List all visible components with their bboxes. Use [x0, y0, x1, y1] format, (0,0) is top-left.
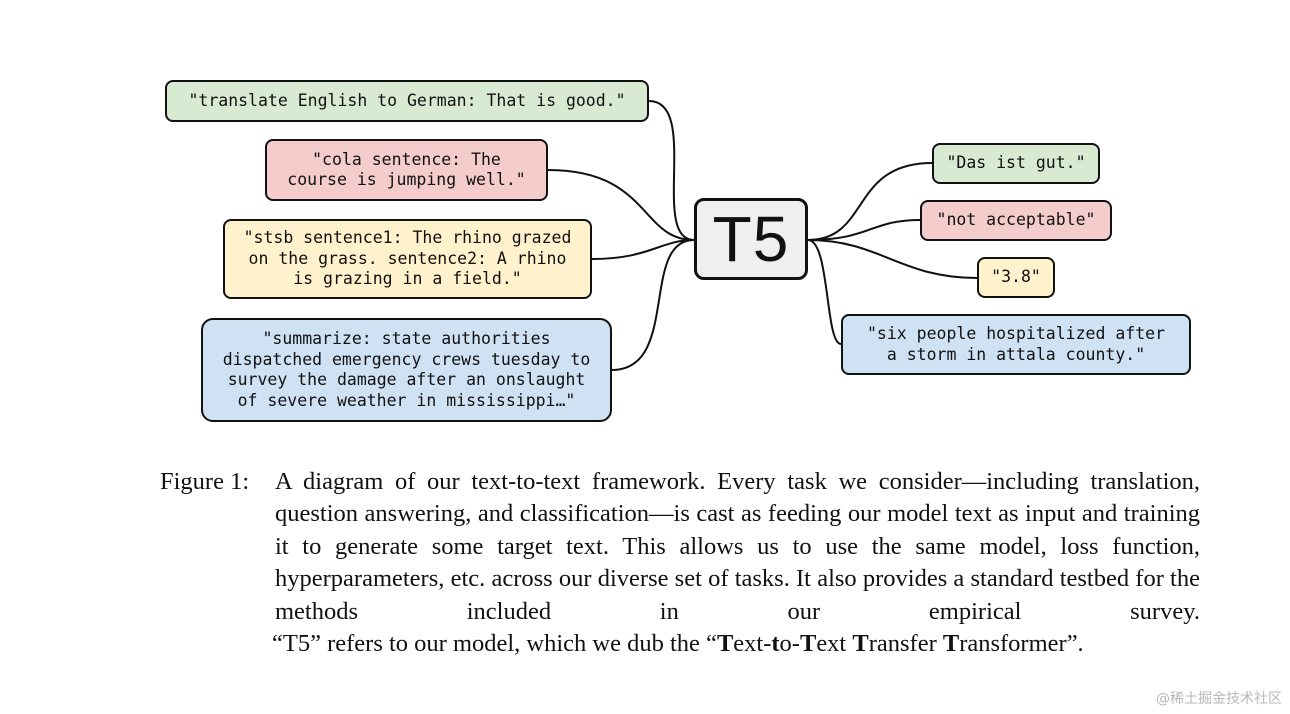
caption-text: A diagram of our text-to-text framework.… [275, 468, 1200, 625]
input-translate: "translate English to German: That is go… [165, 80, 649, 122]
input-line: "summarize: state authorities [262, 329, 551, 348]
caption-last-line: “T5” refers to our model, which we dub t… [272, 628, 1200, 660]
model-name-initial: T [942, 630, 960, 658]
model-name-part: to- [771, 630, 800, 658]
input-line: dispatched emergency crews tuesday to [222, 349, 591, 369]
output-line: "six people hospitalized after [866, 324, 1165, 343]
model-name-initial: t [771, 630, 780, 658]
connector-cola [547, 169, 695, 241]
input-stsb: "stsb sentence1: The rhino grazed on the… [223, 219, 592, 299]
connector-six-people [807, 239, 842, 345]
figure-label: Figure 1: [160, 468, 250, 495]
connector-summarize [611, 239, 695, 371]
input-cola: "cola sentence: The course is jumping we… [265, 139, 548, 201]
caption-last-line-after: ”. [1066, 630, 1084, 658]
output-six-people: "six people hospitalized after a storm i… [841, 314, 1191, 375]
model-name-part: Text [799, 630, 853, 658]
model-name-part: Text- [716, 630, 772, 658]
connector-translate [648, 100, 695, 241]
output-das-ist-gut: "Das ist gut." [932, 143, 1100, 184]
output-not-acceptable: "not acceptable" [920, 200, 1112, 241]
connector-stsb [591, 239, 695, 260]
input-line: on the grass. sentence2: A rhino [248, 248, 567, 268]
model-name-part: Transfer [852, 630, 943, 658]
output-line: "not acceptable" [936, 210, 1096, 230]
input-line: "cola sentence: The [312, 149, 501, 169]
model-name-initial: T [799, 630, 817, 658]
model-name-initial: T [716, 630, 734, 658]
output-3-8: "3.8" [977, 257, 1055, 298]
input-line: of severe weather in mississippi…" [237, 390, 576, 410]
output-line: a storm in attala county." [886, 344, 1146, 364]
figure-caption: Figure 1: A diagram of our text-to-text … [160, 466, 1200, 660]
connector-das-ist-gut [807, 162, 933, 241]
model-name-initial: T [852, 630, 869, 658]
watermark: @稀土掘金技术社区 [1156, 691, 1282, 707]
input-line: course is jumping well." [287, 170, 526, 189]
output-line: "Das ist gut." [946, 153, 1086, 173]
caption-last-line-before: “T5” refers to our model, which we dub t… [272, 630, 717, 658]
input-line: survey the damage after an onslaught [227, 370, 586, 389]
connector-not-acceptable [807, 219, 921, 241]
model-name-part: Transformer [942, 630, 1067, 658]
t5-model-box: T5 [694, 198, 808, 280]
input-line: "stsb sentence1: The rhino grazed [243, 228, 572, 248]
input-line: "translate English to German: That is go… [188, 90, 626, 110]
output-line: "3.8" [991, 267, 1041, 287]
connector-3-8 [807, 239, 978, 279]
input-summarize: "summarize: state authorities dispatched… [201, 318, 612, 422]
input-line: is grazing in a field." [293, 269, 522, 289]
